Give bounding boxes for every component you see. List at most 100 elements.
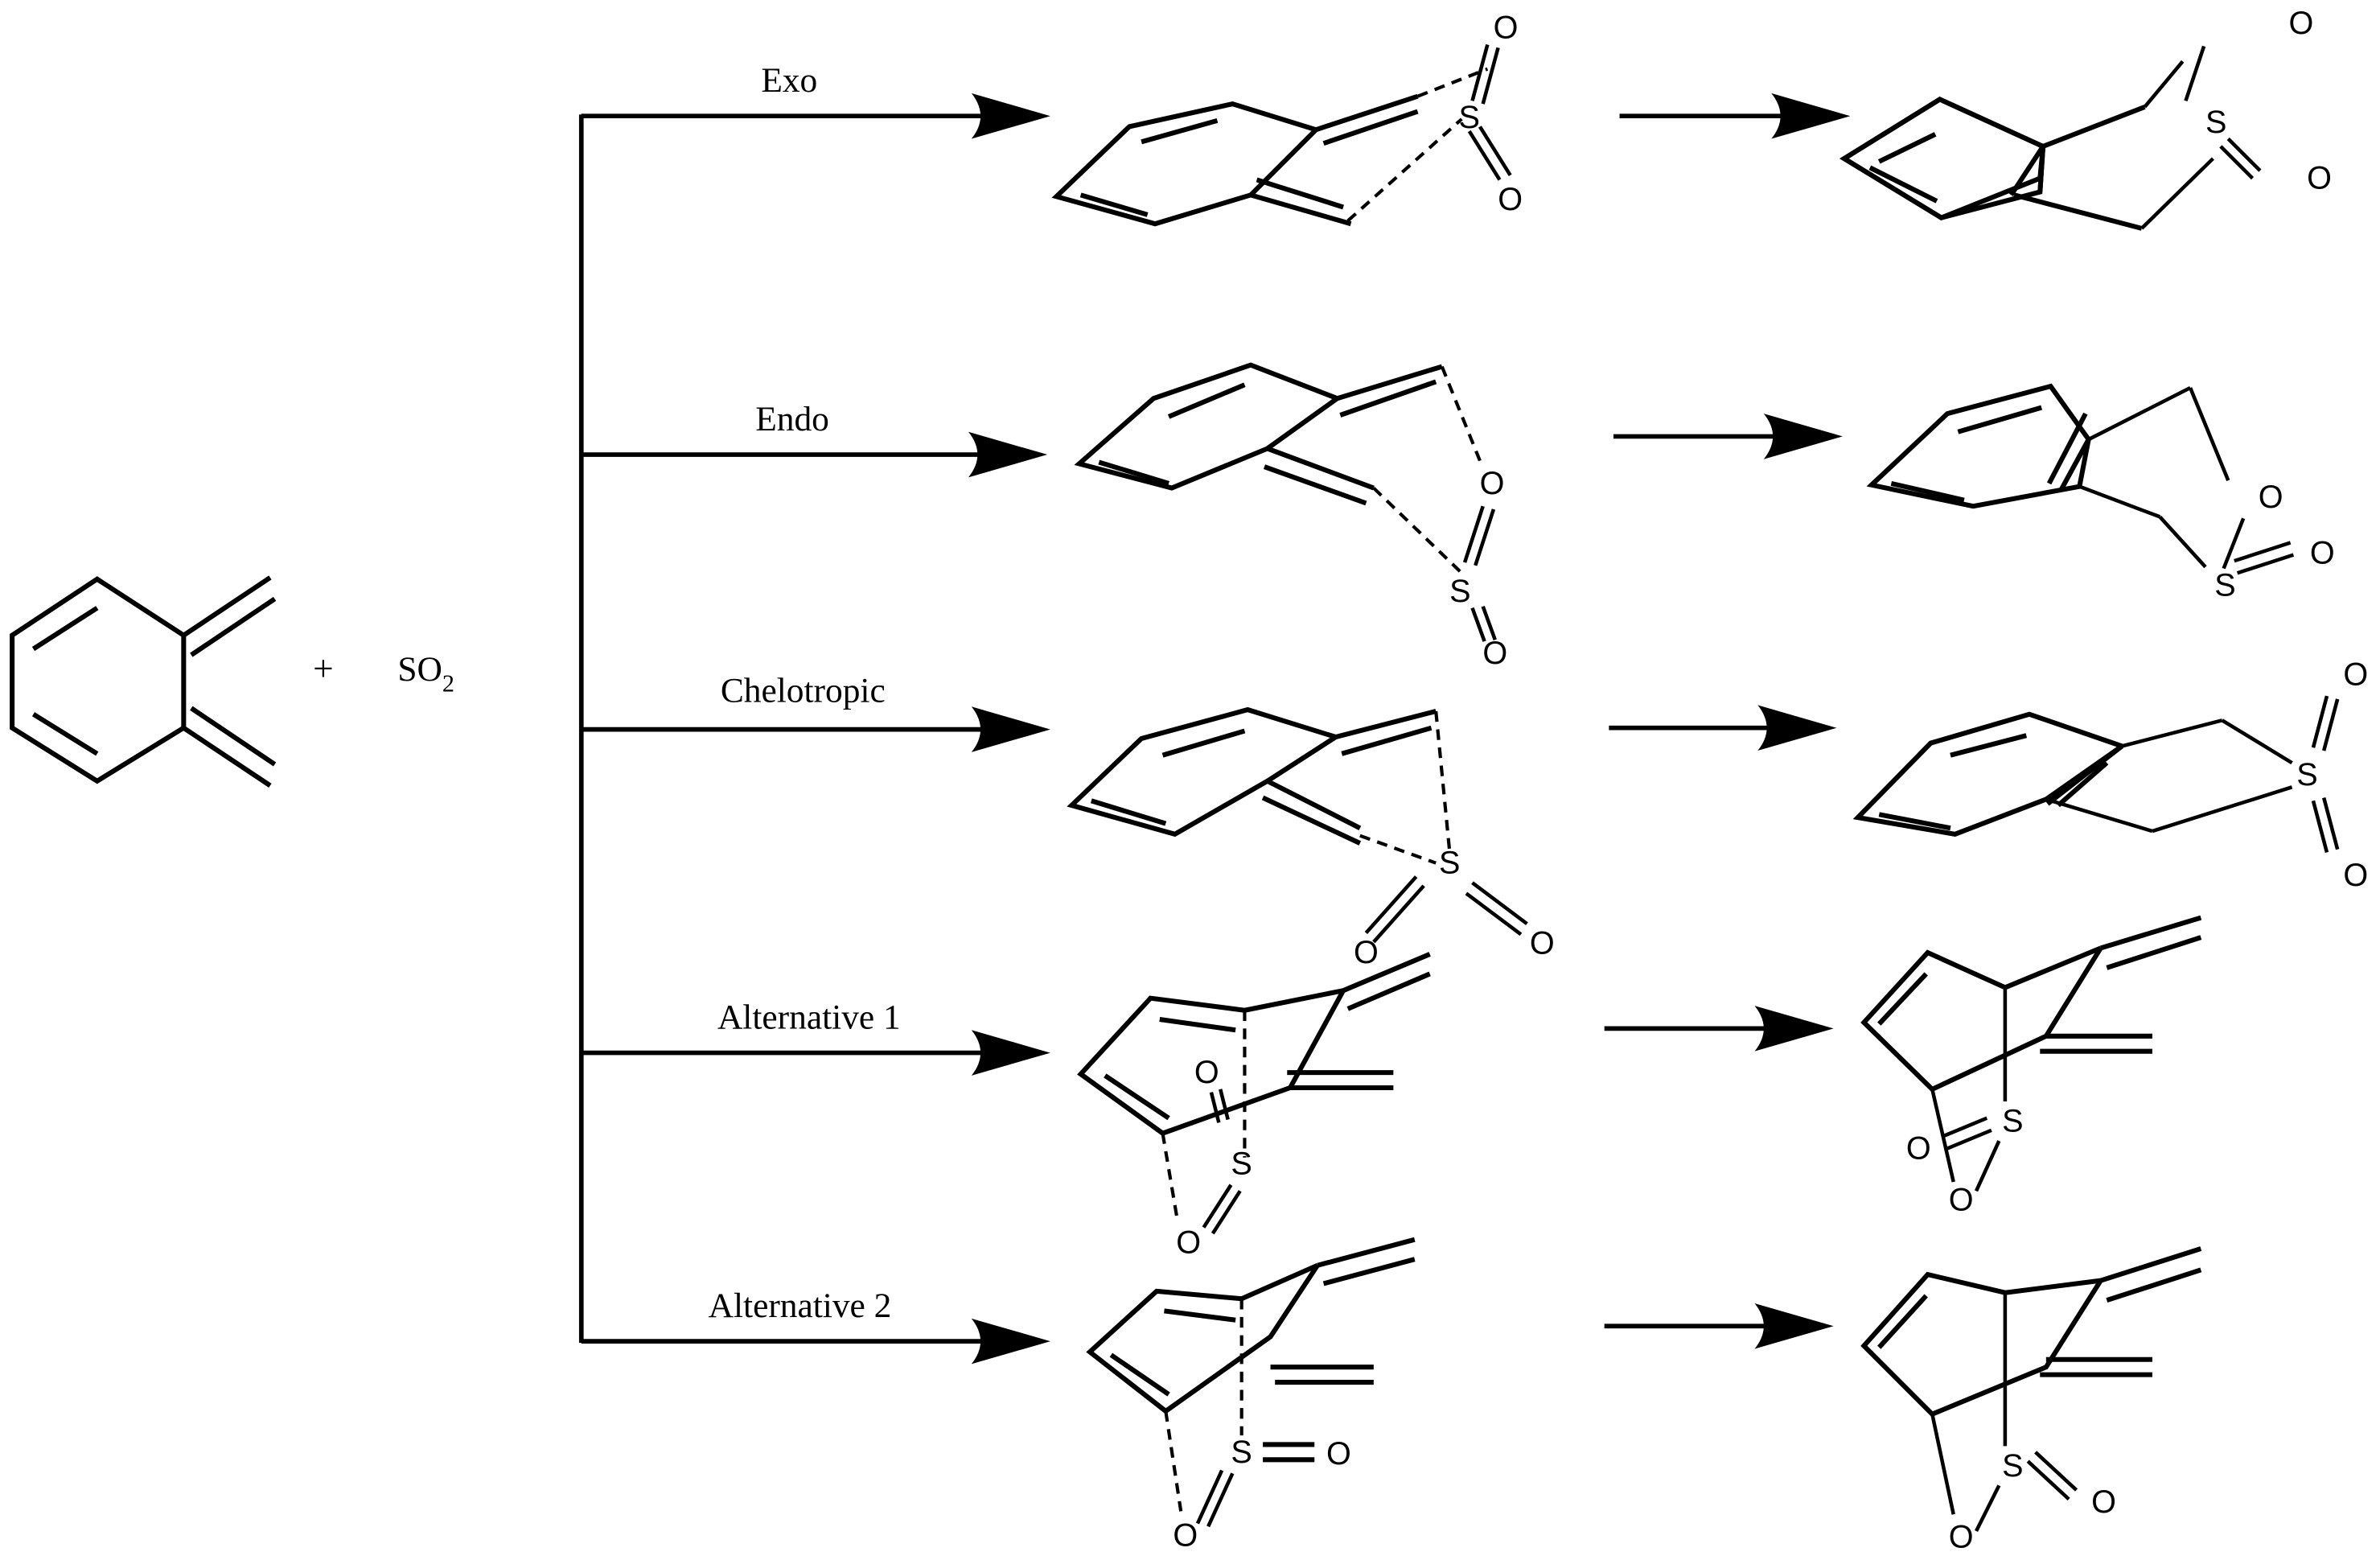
ts-alternative-1: O S O xyxy=(1077,952,1431,1260)
chemical-bond xyxy=(1470,43,1490,101)
chemical-bond xyxy=(1211,1190,1242,1235)
arrow-endo-product xyxy=(1613,414,1843,459)
chemical-bond xyxy=(1481,47,1500,105)
label-endo: Endo xyxy=(755,400,829,438)
chemical-bond xyxy=(2045,797,2153,834)
chemical-bond xyxy=(2219,145,2255,180)
oxygen-atom-label: O xyxy=(1949,1183,1974,1218)
chemical-bond xyxy=(1465,891,1523,936)
arrow-head xyxy=(1771,93,1851,139)
chemical-bond xyxy=(1079,192,1149,217)
chemical-bond xyxy=(1167,382,1246,419)
chemical-bond xyxy=(1206,1472,1235,1528)
chemical-bond xyxy=(2311,800,2329,854)
chemical-bond xyxy=(1243,988,1344,1013)
chemical-bond xyxy=(1266,446,1375,491)
chemical-bond xyxy=(2321,698,2340,751)
oxygen-atom-label: O xyxy=(1949,1520,1974,1555)
chemical-bond xyxy=(1339,379,1437,418)
sulfur-atom-label: S xyxy=(1439,846,1460,881)
arrow-exo xyxy=(581,93,1050,139)
arrow-endo xyxy=(581,431,1048,478)
chemical-bond xyxy=(31,606,99,652)
arrow-alternative-2 xyxy=(581,1318,1050,1365)
arrow-alternative-1-product xyxy=(1604,1006,1834,1052)
chemical-bond xyxy=(1346,971,1431,1011)
chemical-bond xyxy=(2189,387,2230,481)
chemical-bond xyxy=(182,726,272,788)
oxygen-atom-label: O xyxy=(1498,182,1523,217)
sulfur-atom-label: S xyxy=(1459,100,1480,135)
chemical-bond xyxy=(2004,945,2102,990)
chemical-bond xyxy=(2234,541,2292,563)
chemical-bond xyxy=(1471,881,1528,925)
chemical-bond xyxy=(1372,884,1425,944)
chemical-bond xyxy=(2099,915,2202,951)
chemical-bond xyxy=(2226,137,2262,172)
chemical-bond xyxy=(2087,385,2192,442)
oxygen-atom-label: O xyxy=(1176,1225,1201,1260)
chemical-bond xyxy=(1478,126,1512,177)
chemical-bond xyxy=(1868,165,1938,204)
arrow-chelotropic-product xyxy=(1609,705,1837,751)
oxygen-atom-label: O xyxy=(2259,480,2283,515)
chemical-bond xyxy=(2008,145,2045,197)
oxygen-atom-label: O xyxy=(2091,1484,2116,1520)
pathway-arrows xyxy=(581,93,1050,1365)
chemical-bond xyxy=(1159,1017,1236,1033)
arrow-head xyxy=(971,1030,1050,1076)
chemical-bond xyxy=(2221,718,2293,765)
chemical-bond xyxy=(1342,952,1431,993)
sulfur-atom-label: S xyxy=(1449,574,1470,609)
product-endo: O S O xyxy=(1866,383,2335,603)
chemical-bond xyxy=(2143,60,2185,109)
chemical-bond xyxy=(2321,797,2340,850)
oxygen-atom-label: O xyxy=(1482,636,1507,671)
chemical-bond xyxy=(2034,1451,2078,1492)
ts-exo: O S O xyxy=(1051,10,1523,227)
chemical-bond xyxy=(2152,785,2293,834)
chemical-bond xyxy=(1839,97,2046,220)
chemical-bond xyxy=(2222,517,2246,570)
sulfur-atom-label: S xyxy=(2214,567,2235,603)
chemical-bond xyxy=(1877,972,1928,1026)
chemical-bond xyxy=(2026,1459,2070,1501)
chemical-bond xyxy=(1141,117,1219,145)
oxygen-atom-label: O xyxy=(2343,858,2368,893)
chemical-bond xyxy=(1467,130,1502,181)
arrow-chelotropic xyxy=(581,706,1050,752)
ts-chelotropic: S O O xyxy=(1067,706,1555,970)
chemical-bond xyxy=(2037,146,2046,192)
chemical-bond xyxy=(1161,728,1246,758)
chemical-bond xyxy=(1930,1414,1955,1515)
oxygen-atom-label: O xyxy=(2343,657,2368,693)
chemical-bond xyxy=(1946,1128,1992,1151)
oxygen-atom-label: O xyxy=(1494,10,1519,46)
chemical-bond xyxy=(2184,45,2206,102)
chemical-bond xyxy=(1322,109,1419,146)
arrow-head xyxy=(1754,1303,1834,1349)
forming-bond-dashed xyxy=(1164,1410,1183,1512)
chemical-bond xyxy=(1109,1352,1170,1397)
ts-alternative-2: S O O xyxy=(1086,1237,1416,1554)
arrow-head xyxy=(968,431,1048,478)
forming-bond-dashed xyxy=(1434,710,1452,851)
forming-bond-dashed xyxy=(1416,67,1489,98)
chemical-bond xyxy=(2106,935,2202,970)
chemical-bond xyxy=(1317,1237,1416,1268)
arrow-alternative-2-product xyxy=(1604,1303,1834,1349)
chemical-bond xyxy=(1164,1308,1236,1323)
forming-bond-dashed xyxy=(1440,365,1482,462)
chemical-bond xyxy=(2311,695,2329,748)
label-exo: Exo xyxy=(761,61,817,100)
oxygen-atom-label: O xyxy=(2288,6,2313,41)
oxygen-atom-label: O xyxy=(2310,536,2335,571)
chemical-bond xyxy=(1334,709,1437,739)
arrow-head xyxy=(1757,705,1837,751)
reactant-o-xylylene xyxy=(10,575,277,788)
chemical-bond xyxy=(1202,1183,1233,1229)
forming-bond-dashed xyxy=(1161,1133,1180,1224)
chemical-bond xyxy=(1974,1140,2001,1192)
chemical-bond xyxy=(2140,157,2215,230)
chemical-bond xyxy=(1086,1264,1320,1414)
